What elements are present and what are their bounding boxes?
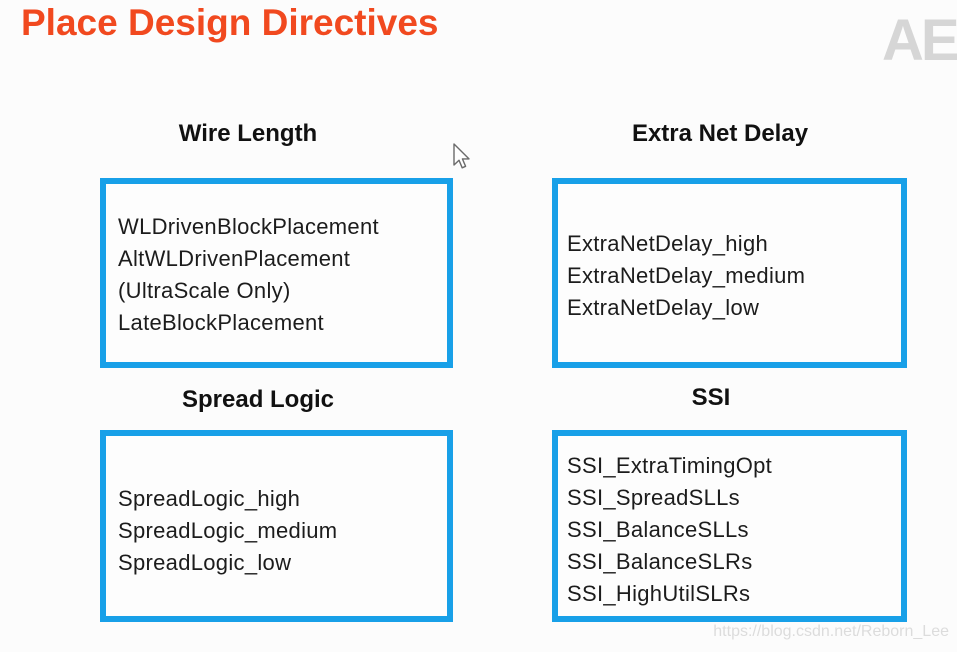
- directive-item: WLDrivenBlockPlacement: [118, 214, 379, 239]
- directive-item: SpreadLogic_low: [118, 550, 292, 575]
- directive-item: SSI_BalanceSLRs: [567, 549, 753, 574]
- directive-item: ExtraNetDelay_medium: [567, 263, 806, 288]
- directive-item: SSI_ExtraTimingOpt: [567, 453, 773, 478]
- directive-box-ssi: SSI_ExtraTimingOpt SSI_SpreadSLLs SSI_Ba…: [552, 430, 907, 622]
- directive-item: ExtraNetDelay_low: [567, 295, 760, 320]
- directive-box-wire-length: WLDrivenBlockPlacement AltWLDrivenPlacem…: [100, 178, 453, 368]
- group-heading-ssi: SSI: [691, 384, 731, 411]
- page-title: Place Design Directives: [21, 2, 439, 43]
- mouse-cursor-icon: [453, 143, 470, 169]
- directive-list-extra-net-delay: ExtraNetDelay_high ExtraNetDelay_medium …: [558, 184, 901, 324]
- directive-list-spread-logic: SpreadLogic_high SpreadLogic_medium Spre…: [106, 436, 447, 579]
- directive-box-spread-logic: SpreadLogic_high SpreadLogic_medium Spre…: [100, 430, 453, 622]
- directive-box-extra-net-delay: ExtraNetDelay_high ExtraNetDelay_medium …: [552, 178, 907, 368]
- directive-list-ssi: SSI_ExtraTimingOpt SSI_SpreadSLLs SSI_Ba…: [558, 436, 901, 610]
- directive-item: SpreadLogic_medium: [118, 518, 338, 543]
- directive-item: SSI_SpreadSLLs: [567, 485, 740, 510]
- group-heading-spread-logic: Spread Logic: [181, 386, 335, 413]
- directive-item: SpreadLogic_high: [118, 486, 301, 511]
- watermark-url: https://blog.csdn.net/Reborn_Lee: [713, 623, 949, 640]
- directive-item: SSI_HighUtilSLRs: [567, 581, 751, 606]
- directive-item: SSI_BalanceSLLs: [567, 517, 749, 542]
- group-heading-extra-net-delay: Extra Net Delay: [631, 120, 809, 147]
- partial-logo-text: AE: [882, 8, 957, 73]
- group-heading-wire-length: Wire Length: [178, 120, 318, 147]
- directive-item: AltWLDrivenPlacement: [118, 246, 351, 271]
- directive-item: LateBlockPlacement: [118, 310, 324, 335]
- directive-list-wire-length: WLDrivenBlockPlacement AltWLDrivenPlacem…: [106, 184, 447, 339]
- directive-item: (UltraScale Only): [118, 278, 291, 303]
- directive-item: ExtraNetDelay_high: [567, 231, 769, 256]
